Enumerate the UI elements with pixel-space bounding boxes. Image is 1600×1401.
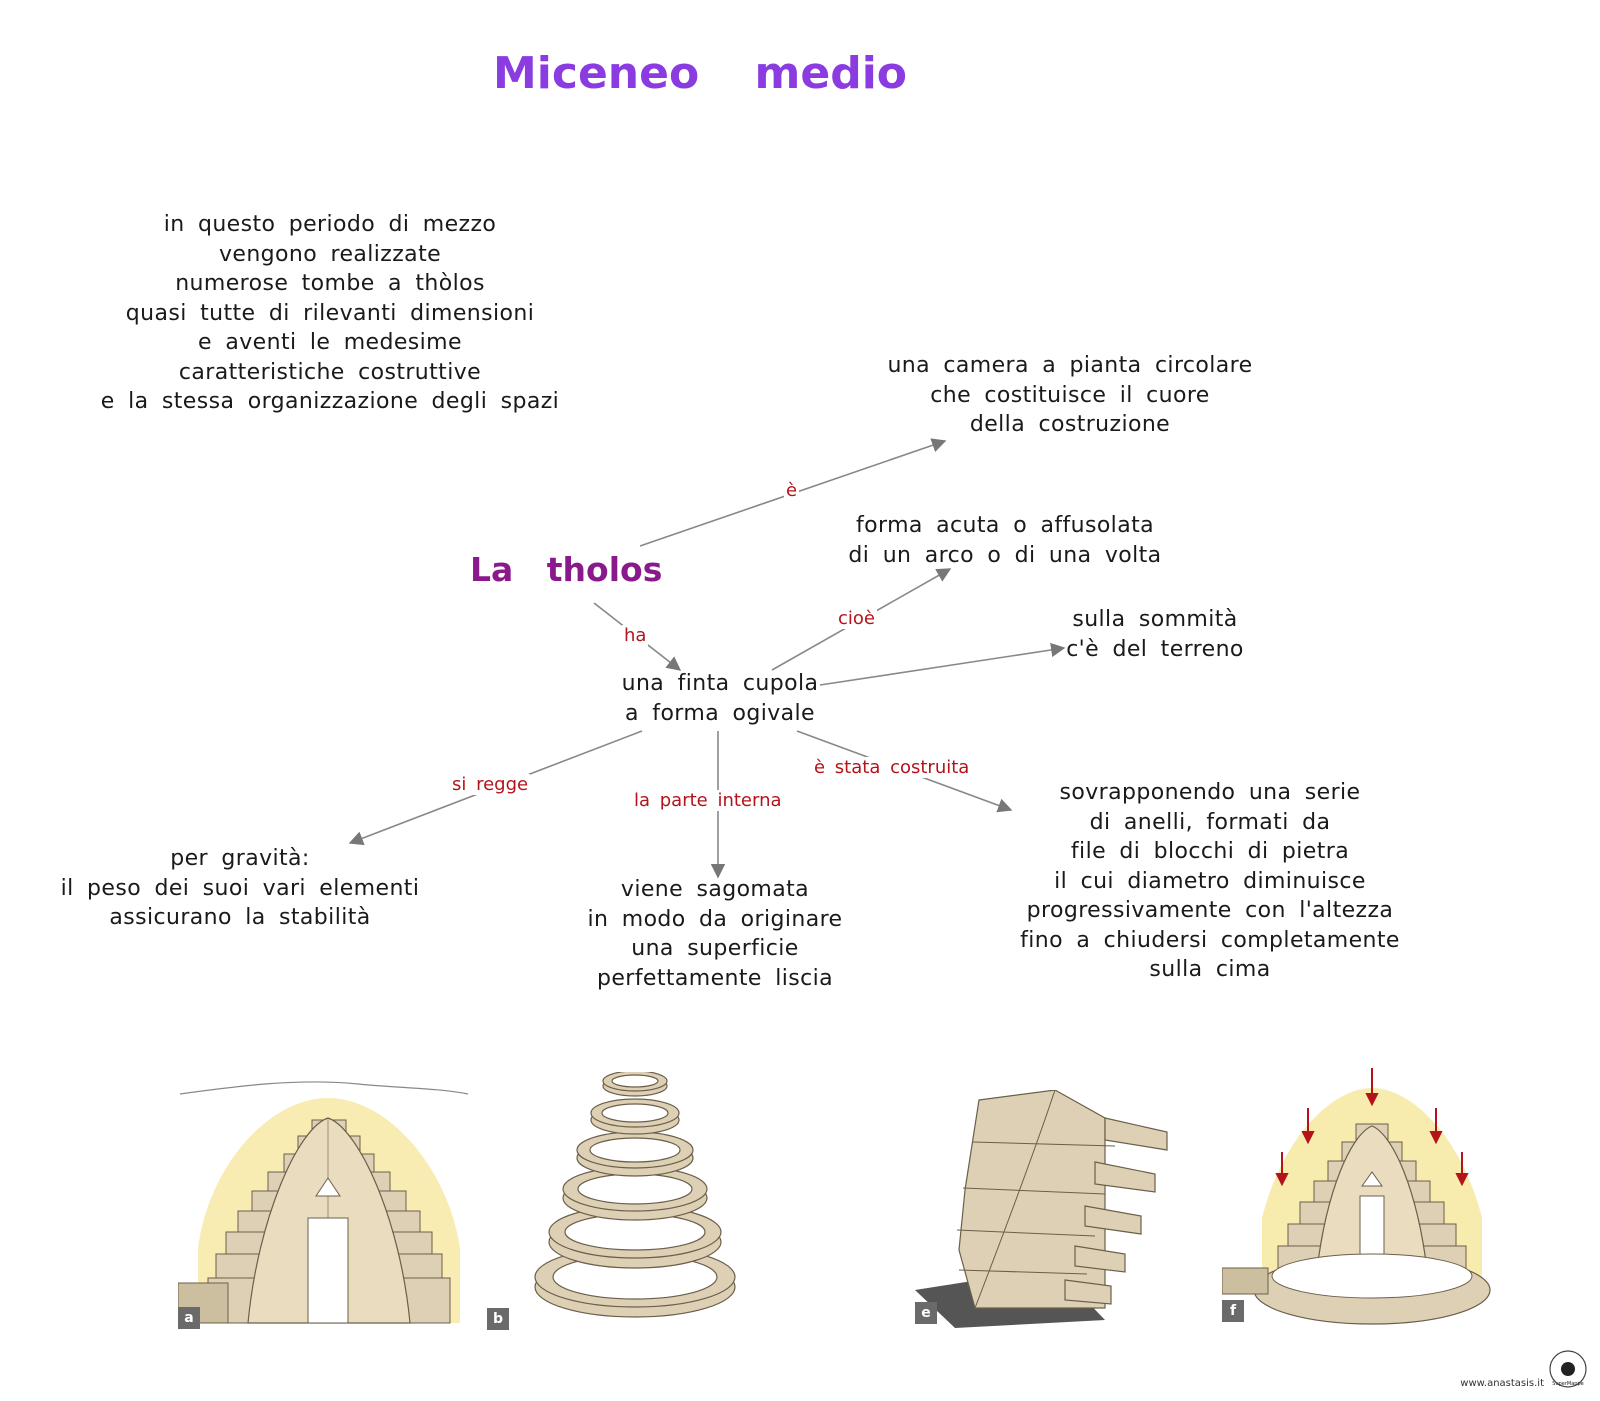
link-label-ha: ha: [622, 625, 649, 646]
node-line: il cui diametro diminuisce: [1054, 868, 1366, 894]
node-anelli: sovrapponendo una serie di anelli, forma…: [990, 778, 1430, 985]
intro-line: vengono realizzate: [218, 241, 442, 267]
figure-f-tholos-load: f: [1221, 1068, 1510, 1334]
node-line: a forma ogivale: [625, 700, 815, 726]
node-line: forma acuta o affusolata: [856, 513, 1154, 538]
page-title: Miceneo medio: [493, 48, 907, 99]
figure-label-b: b: [487, 1308, 509, 1330]
node-line: progressivamente con l'altezza: [1026, 898, 1394, 923]
node-line: viene sagomata: [620, 877, 810, 902]
node-line: perfettamente liscia: [597, 965, 833, 991]
node-line: una superficie: [631, 936, 799, 961]
link-label-costruita: è stata costruita: [812, 757, 972, 778]
link-label-e: è: [784, 480, 800, 501]
node-line: assicurano la stabilità: [109, 905, 371, 930]
node-line: di anelli, formati da: [1089, 809, 1331, 835]
intro-line: e la stessa organizzazione degli spazi: [100, 389, 560, 414]
figure-label-f: f: [1222, 1300, 1244, 1322]
node-line: sovrapponendo una serie: [1059, 780, 1361, 805]
intro-line: e aventi le medesime: [198, 330, 462, 355]
node-sommita: sulla sommità c'è del terreno: [1050, 605, 1260, 664]
intro-line: quasi tutte di rilevanti dimensioni: [125, 300, 535, 326]
svg-text:SuperMappe: SuperMappe: [1552, 1381, 1583, 1387]
node-gravita: per gravità: il peso dei suoi vari eleme…: [40, 844, 440, 933]
figure-label-e: e: [915, 1302, 937, 1324]
link-label-si-regge: si regge: [450, 774, 531, 795]
node-line: che costituisce il cuore: [930, 382, 1210, 408]
arrow-cupola-sommita: [819, 642, 1066, 686]
node-line: in modo da originare: [587, 906, 843, 932]
link-label-cioe: cioè: [836, 608, 877, 629]
node-line: di un arco o di una volta: [848, 542, 1162, 568]
node-cupola: una finta cupola a forma ogivale: [600, 669, 840, 728]
concept-tholos: La tholos: [470, 550, 663, 589]
node-line: della costruzione: [969, 412, 1171, 437]
figure-b-stacked-rings: b: [487, 1070, 737, 1334]
supermappe-logo: SuperMappe: [1548, 1349, 1588, 1393]
node-line: file di blocchi di pietra: [1070, 839, 1350, 864]
figure-a-tholos-section: a: [177, 1078, 470, 1332]
intro-line: numerose tombe a thòlos: [175, 271, 485, 296]
node-sagomata: viene sagomata in modo da originare una …: [560, 875, 870, 993]
node-line: una finta cupola: [621, 671, 819, 696]
node-line: il peso dei suoi vari elementi: [60, 875, 420, 901]
node-line: sulla cima: [1149, 957, 1271, 982]
node-line: c'è del terreno: [1066, 636, 1244, 662]
node-camera: una camera a pianta circolare che costit…: [865, 351, 1275, 440]
footer-site: www.anastasis.it: [1460, 1378, 1544, 1389]
figure-label-a: a: [178, 1307, 200, 1329]
node-line: una camera a pianta circolare: [887, 353, 1253, 378]
node-line: sulla sommità: [1072, 607, 1238, 632]
node-line: per gravità:: [170, 846, 310, 871]
intro-text: in questo periodo di mezzo vengono reali…: [70, 210, 590, 417]
figure-e-corbelled-blocks: e: [915, 1089, 1199, 1328]
intro-line: caratteristiche costruttive: [178, 359, 482, 385]
node-line: fino a chiudersi completamente: [1020, 927, 1400, 953]
link-label-parte-interna: la parte interna: [632, 790, 784, 811]
node-forma: forma acuta o affusolata di un arco o di…: [830, 511, 1180, 570]
intro-line: in questo periodo di mezzo: [163, 212, 497, 237]
